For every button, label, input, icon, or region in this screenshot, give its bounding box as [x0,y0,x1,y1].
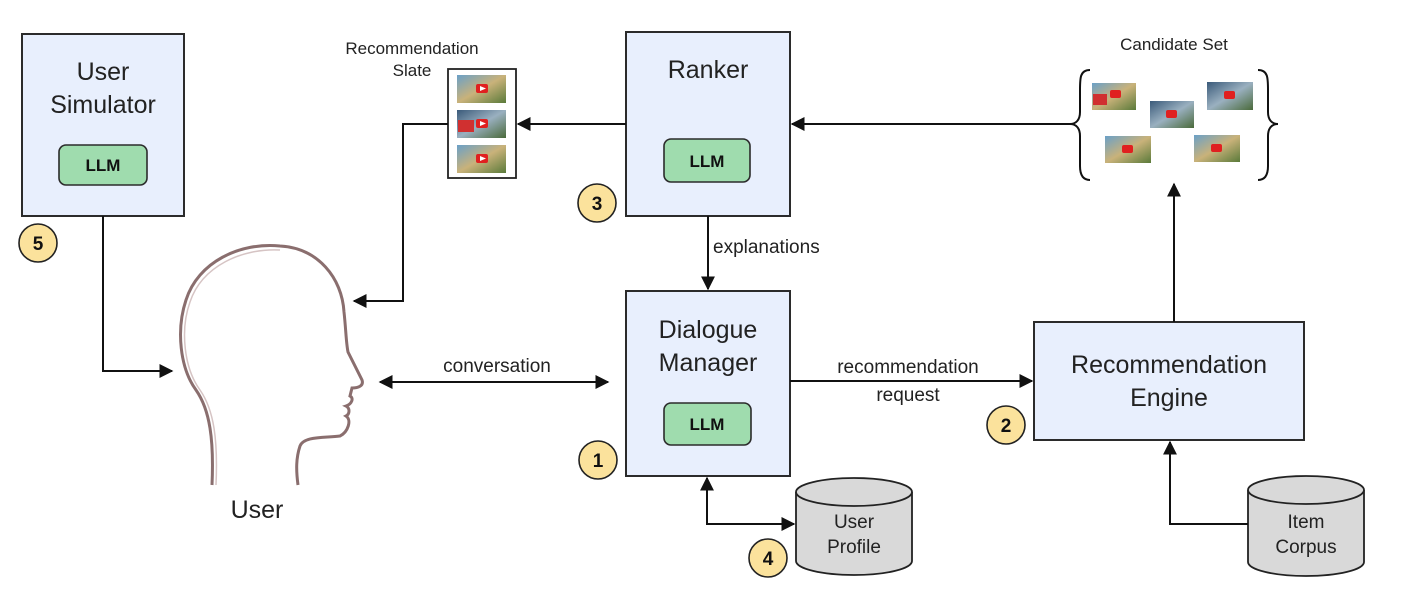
recommendation-engine-node: Recommendation Engine [1033,321,1305,441]
candidate-video-thumbnail-4 [1105,136,1151,163]
recommendation-slate-label-line2: Slate [393,61,432,80]
user-head-icon: User [179,243,364,524]
dialogue-manager-title-line1: Dialogue [659,316,758,344]
ranker-title: Ranker [668,56,749,84]
edge-corpus-to-engine [1163,440,1248,525]
edge-dialogue-user-profile [700,476,796,531]
candidate-set-right-brace [1257,69,1279,181]
candidate-video-thumbnail-1 [1092,83,1136,110]
edge-slate-to-user [352,123,448,308]
user-simulator-node: User Simulator LLM [21,33,185,217]
svg-text:4: 4 [763,549,774,570]
slate-video-thumbnail-3 [457,145,506,173]
candidate-set: Candidate Set [1069,35,1279,181]
ranker-node: Ranker LLM [625,31,791,217]
dialogue-manager-llm-label: LLM [690,415,725,434]
candidate-video-thumbnail-2 [1150,101,1194,128]
user-simulator-title-line1: User [77,58,130,86]
step-badge-5: 5 [18,223,58,263]
item-corpus-database-icon: Item Corpus [1247,475,1365,577]
svg-text:1: 1 [593,451,604,472]
user-profile-label-line2: Profile [827,537,881,558]
svg-text:2: 2 [1001,416,1012,437]
candidate-set-label: Candidate Set [1120,35,1228,54]
item-corpus-label-line1: Item [1288,512,1325,533]
candidate-set-left-brace [1069,69,1091,181]
slate-video-thumbnail-1 [457,75,506,103]
slate-video-thumbnail-2 [457,110,506,138]
user-label: User [231,496,284,524]
recommendation-request-label-line2: request [876,385,940,406]
conversation-label: conversation [443,356,551,377]
recommendation-engine-title-line1: Recommendation [1071,351,1267,379]
candidate-video-thumbnail-5 [1194,135,1240,162]
recommendation-slate-label-line1: Recommendation [345,39,478,58]
dialogue-manager-node: Dialogue Manager LLM [625,290,791,477]
svg-text:5: 5 [33,234,44,255]
item-corpus-label-line2: Corpus [1275,537,1336,558]
ranker-llm-label: LLM [690,152,725,171]
svg-text:3: 3 [592,194,603,215]
recommendation-request-label-line1: recommendation [837,357,979,378]
user-profile-database-icon: User Profile [795,477,913,576]
step-badge-4: 4 [748,538,788,578]
user-profile-label-line1: User [834,512,875,533]
dialogue-manager-title-line2: Manager [659,349,758,377]
recommendation-slate: Recommendation Slate [345,39,517,179]
recommendation-engine-title-line2: Engine [1130,384,1208,412]
step-badge-3: 3 [577,183,617,223]
step-badge-2: 2 [986,405,1026,445]
candidate-video-thumbnail-3 [1207,82,1253,110]
edge-simulator-to-user [102,216,174,378]
user-simulator-title-line2: Simulator [50,91,156,119]
user-simulator-llm-label: LLM [86,156,121,175]
explanations-label: explanations [713,237,820,258]
step-badge-1: 1 [578,440,618,480]
